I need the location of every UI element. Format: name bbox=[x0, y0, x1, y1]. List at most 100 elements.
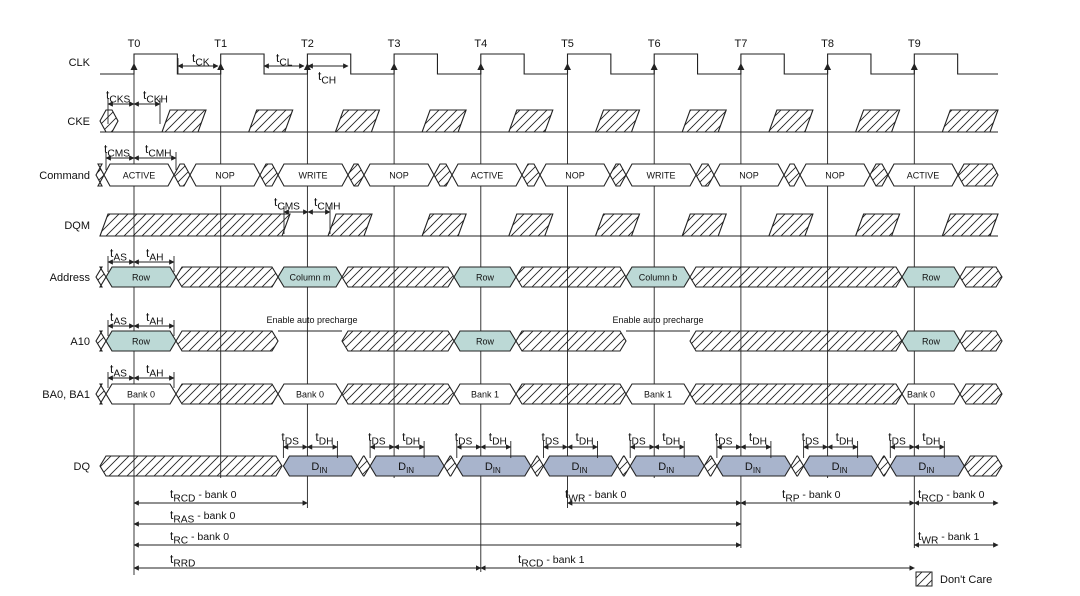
ba-dontcare-5 bbox=[959, 383, 1003, 405]
a10-tas-label: tAS bbox=[110, 310, 127, 327]
dq-tdh-label-2: tDH bbox=[315, 430, 333, 447]
dq-tds-label-6-sub: DS bbox=[632, 436, 646, 447]
clk-edge-arrow-6 bbox=[650, 63, 658, 70]
tcms-label: tCMS bbox=[104, 142, 130, 159]
span-label-4-sub: RAS bbox=[173, 514, 194, 525]
dq-tdh-label-6: tDH bbox=[662, 430, 680, 447]
ba-value-4-label: Bank 0 bbox=[907, 390, 935, 400]
dq-tds-label-4-t: t bbox=[455, 430, 459, 444]
dq-din-3-label: DIN bbox=[398, 461, 414, 475]
signal-label-dq: DQ bbox=[74, 461, 91, 473]
clk-edge-arrow-2 bbox=[303, 63, 311, 70]
legend: Don't Care bbox=[915, 571, 992, 587]
command-dontcare-6 bbox=[695, 163, 715, 187]
dq-tdh-label-9-sub: DH bbox=[926, 436, 941, 447]
span-label-2-sub: RP bbox=[785, 493, 799, 504]
tcms-label-t: t bbox=[104, 142, 108, 156]
span-label-4-rest: - bank 0 bbox=[194, 510, 235, 522]
dq-din-9-label: DIN bbox=[918, 461, 934, 475]
a10-tah-label-t: t bbox=[146, 310, 150, 324]
span-label-5-sub: RC bbox=[173, 535, 188, 546]
address-dontcare-3 bbox=[515, 266, 627, 288]
addr-tah-label-sub: AH bbox=[149, 252, 163, 263]
a10-tas-label-sub: AS bbox=[113, 316, 127, 327]
span-label-4: tRAS - bank 0 bbox=[170, 508, 235, 525]
command-dontcare-start bbox=[95, 163, 105, 187]
tck-label-t: t bbox=[192, 51, 196, 65]
cke-dontcare-3 bbox=[421, 109, 467, 133]
a10-tah-label-sub: AH bbox=[149, 316, 163, 327]
a10-dontcare-0 bbox=[95, 330, 107, 352]
span-label-0-rest: - bank 0 bbox=[195, 489, 236, 501]
address-value-2-label: Row bbox=[476, 273, 495, 283]
dq-tds-label-2-sub: DS bbox=[285, 436, 299, 447]
dq-dontcare-8 bbox=[876, 455, 891, 477]
address-value-3-label: Column b bbox=[639, 273, 678, 283]
span-label-5-rest: - bank 0 bbox=[188, 531, 229, 543]
dq-tdh-label-7: tDH bbox=[749, 430, 767, 447]
span-label-3-t: t bbox=[918, 487, 922, 501]
span-label-6: tWR - bank 1 bbox=[918, 529, 980, 546]
span-label-6-t: t bbox=[918, 529, 922, 543]
legend-dontcare-swatch bbox=[915, 571, 933, 587]
span-label-4-t: t bbox=[170, 508, 174, 522]
span-label-8-sub: RCD bbox=[521, 558, 543, 569]
a10-dontcare-5 bbox=[959, 330, 1003, 352]
dq-tds-label-4-sub: DS bbox=[458, 436, 472, 447]
dqm-tcms-label-t: t bbox=[274, 195, 278, 209]
command-label-3: NOP bbox=[389, 171, 409, 181]
address-value-1-label: Column m bbox=[289, 273, 330, 283]
clk-label-t4: T4 bbox=[474, 38, 487, 50]
clk-label-t9: T9 bbox=[908, 38, 921, 50]
clk-label-t2: T2 bbox=[301, 38, 314, 50]
dq-tdh-label-7-t: t bbox=[749, 430, 753, 444]
command-dontcare-7 bbox=[783, 163, 801, 187]
span-label-5: tRC - bank 0 bbox=[170, 529, 229, 546]
cke-dontcare-1 bbox=[247, 109, 294, 133]
dqm-tcmh-label-t: t bbox=[314, 195, 318, 209]
signal-label-cke: CKE bbox=[67, 116, 90, 128]
tcmh-label-t: t bbox=[145, 142, 149, 156]
command-label-1: NOP bbox=[215, 171, 235, 181]
legend-label: Don't Care bbox=[940, 574, 992, 586]
command-label-7: NOP bbox=[739, 171, 759, 181]
tcl-label: tCL bbox=[276, 51, 293, 68]
dq-tds-label-7: tDS bbox=[715, 430, 733, 447]
a10-value-2-label: Row bbox=[922, 337, 941, 347]
span-label-7-sub: RRD bbox=[173, 558, 195, 569]
span-label-6-rest: - bank 1 bbox=[938, 531, 979, 543]
ba-tah-label-sub: AH bbox=[149, 368, 163, 379]
dq-tdh-label-6-t: t bbox=[662, 430, 666, 444]
clk-wave bbox=[100, 53, 998, 75]
dq-dontcare-5 bbox=[616, 455, 631, 477]
tcms-label-sub: CMS bbox=[107, 148, 130, 159]
dqm-dontcare-3 bbox=[594, 213, 641, 237]
a10-note-1: Enable auto precharge bbox=[612, 315, 703, 325]
dq-tdh-label-2-t: t bbox=[315, 430, 319, 444]
dq-tdh-label-4: tDH bbox=[489, 430, 507, 447]
dqm-dontcare-2 bbox=[508, 213, 554, 237]
address-value-4-label: Row bbox=[922, 273, 941, 283]
ba-dontcare-4 bbox=[689, 383, 903, 405]
span-label-8: tRCD - bank 1 bbox=[518, 552, 585, 569]
span-label-5-t: t bbox=[170, 529, 174, 543]
addr-tah-label-t: t bbox=[146, 246, 150, 260]
tcks-label-t: t bbox=[106, 88, 110, 102]
addr-tas-label: tAS bbox=[110, 246, 127, 263]
clk-edge-arrow-4 bbox=[477, 63, 485, 70]
dq-tdh-label-5-sub: DH bbox=[579, 436, 594, 447]
command-label-6: WRITE bbox=[647, 171, 676, 181]
dq-tds-label-9: tDS bbox=[888, 430, 906, 447]
dq-dontcare-3 bbox=[443, 455, 458, 477]
clk-edge-arrow-7 bbox=[737, 63, 745, 70]
command-dontcare-8 bbox=[869, 163, 889, 187]
clk-edge-arrow-1 bbox=[217, 63, 225, 70]
addr-tas-label-sub: AS bbox=[113, 252, 127, 263]
dq-tds-label-3-sub: DS bbox=[371, 436, 385, 447]
clk-label-t8: T8 bbox=[821, 38, 834, 50]
address-dontcare-0 bbox=[95, 266, 107, 288]
dq-tds-label-8-sub: DS bbox=[805, 436, 819, 447]
a10-tas-label-t: t bbox=[110, 310, 114, 324]
